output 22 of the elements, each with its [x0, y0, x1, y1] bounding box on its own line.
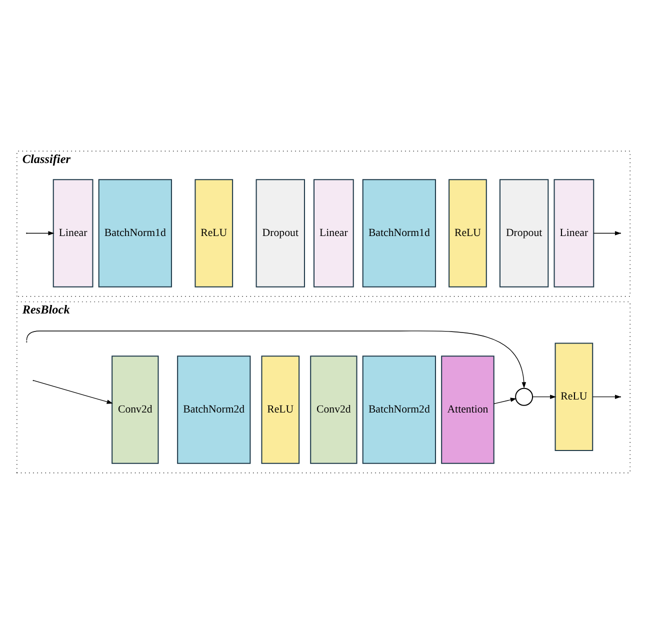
node-box: Conv2d — [112, 356, 159, 464]
arrow — [532, 394, 556, 399]
node-circle — [515, 388, 534, 406]
arrow — [26, 231, 54, 236]
node-box: BatchNorm2d — [177, 356, 251, 464]
node-box: Dropout — [256, 179, 305, 288]
node-box: BatchNorm1d — [98, 179, 172, 288]
node-box: ReLU — [194, 179, 234, 288]
node-box: Linear — [554, 179, 594, 288]
arrow — [26, 330, 526, 388]
arrow — [33, 380, 113, 404]
node-box: Dropout — [499, 179, 549, 288]
node-box: ReLU — [261, 356, 300, 464]
node-box: BatchNorm1d — [362, 179, 436, 288]
node-box: BatchNorm2d — [362, 356, 436, 464]
node-box: Linear — [52, 179, 94, 288]
node-box: Conv2d — [310, 356, 358, 464]
arrow — [494, 398, 517, 404]
node-box: ReLU — [448, 179, 487, 288]
node-box: ReLU — [554, 342, 594, 451]
node-box: Linear — [314, 179, 354, 288]
node-box: Attention — [441, 356, 494, 464]
